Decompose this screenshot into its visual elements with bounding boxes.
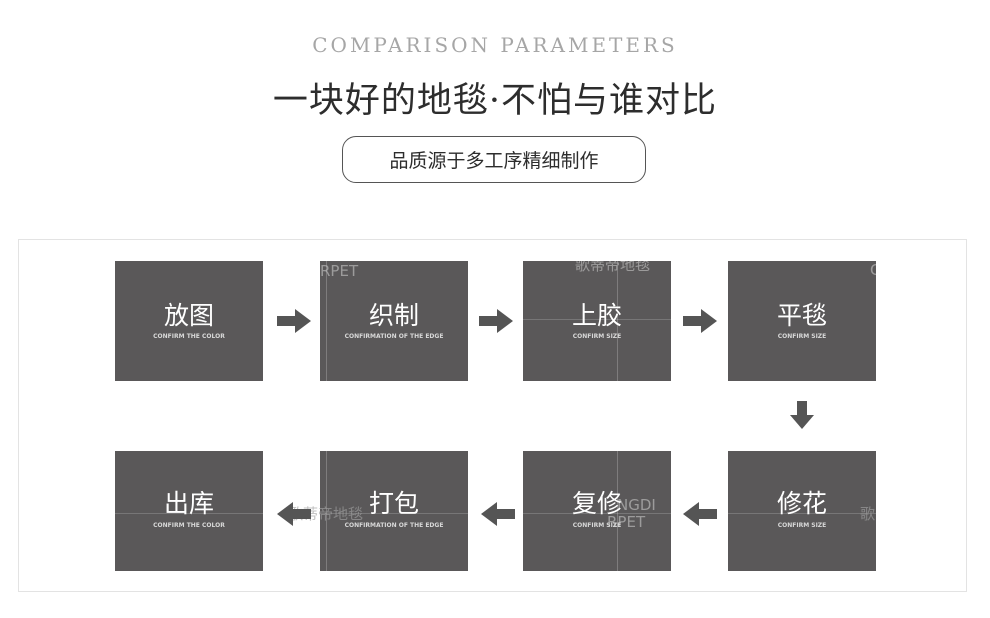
step-box-3: 歌蒂帝地毯 上胶 CONFIRM SIZE: [523, 261, 671, 381]
step-subtitle: CONFIRM SIZE: [777, 333, 827, 340]
arrow-left-icon: [683, 502, 717, 526]
header-cn-title: 一块好的地毯·不怕与谁对比: [272, 81, 718, 121]
step-title: 放图: [163, 301, 214, 330]
grid-line: [326, 451, 327, 571]
step-box-5: 修花 CONFIRM SIZE: [728, 451, 876, 571]
step-subtitle: CONFIRM THE COLOR: [153, 522, 225, 529]
grid-line: [617, 451, 618, 571]
grid-line: [115, 513, 263, 514]
arrow-left-icon: [481, 502, 515, 526]
watermark-text: 歌蒂帝地毯: [575, 261, 651, 274]
grid-line: [523, 319, 671, 320]
step-title: 修花: [776, 489, 827, 518]
grid-line: [320, 513, 468, 514]
subtitle-pill: 品质源于多工序精细制作: [342, 136, 646, 183]
arrow-right-icon: [277, 309, 311, 333]
grid-line: [728, 513, 876, 514]
watermark-text: C: [870, 261, 876, 279]
watermark-text: RPET: [607, 513, 646, 531]
step-box-7: 打包 CONFIRMATION OF THE EDGE: [320, 451, 468, 571]
step-subtitle: CONFIRMATION OF THE EDGE: [344, 522, 444, 529]
grid-line: [326, 261, 327, 381]
arrow-right-icon: [683, 309, 717, 333]
grid-line: [523, 513, 671, 514]
header-en-title: COMPARISON PARAMETERS: [312, 33, 678, 57]
step-box-2: RPET 织制 CONFIRMATION OF THE EDGE: [320, 261, 468, 381]
step-box-1: 放图 CONFIRM THE COLOR: [115, 261, 263, 381]
step-title: 织制: [368, 301, 419, 330]
step-subtitle: CONFIRM SIZE: [572, 522, 622, 529]
arrow-left-icon: [277, 502, 311, 526]
step-title: 出库: [163, 489, 214, 518]
step-title: 上胶: [571, 301, 622, 330]
step-box-8: 出库 CONFIRM THE COLOR: [115, 451, 263, 571]
step-subtitle: CONFIRMATION OF THE EDGE: [344, 333, 444, 340]
watermark-text: RPET: [320, 262, 359, 280]
step-title: 复修: [571, 489, 622, 518]
watermark-text: NGDI: [617, 496, 656, 514]
step-subtitle: CONFIRM THE COLOR: [153, 333, 225, 340]
step-box-4: C 平毯 CONFIRM SIZE: [728, 261, 876, 381]
step-subtitle: CONFIRM SIZE: [572, 333, 622, 340]
step-title: 打包: [368, 489, 419, 518]
grid-line: [617, 261, 618, 381]
process-panel: [18, 239, 967, 592]
watermark-text: 歌: [860, 505, 876, 523]
arrow-right-icon: [479, 309, 513, 333]
step-title: 平毯: [776, 301, 827, 330]
arrow-down-icon: [790, 401, 814, 429]
step-box-6: NGDI RPET 复修 CONFIRM SIZE: [523, 451, 671, 571]
step-subtitle: CONFIRM SIZE: [777, 522, 827, 529]
